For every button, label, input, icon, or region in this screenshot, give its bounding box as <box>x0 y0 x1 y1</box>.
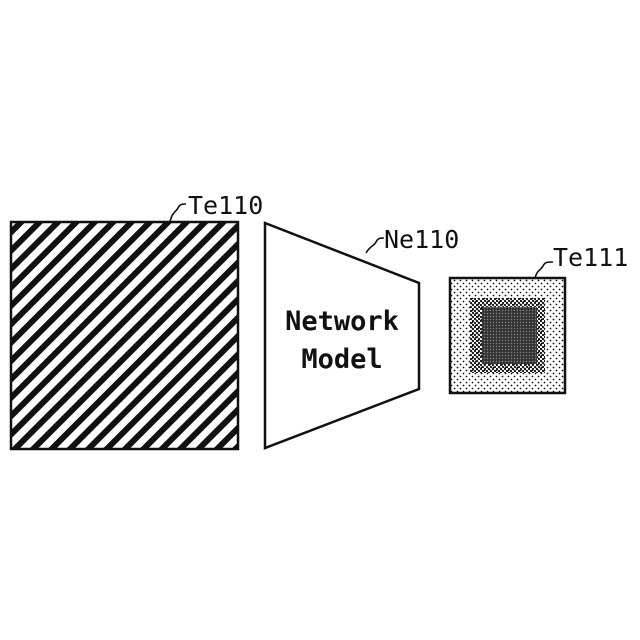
network-model: Network Model <box>265 223 419 448</box>
input-image <box>11 222 238 449</box>
network-model-title-line1: Network <box>285 306 399 337</box>
output-image-core-region <box>482 307 537 364</box>
output-image-ref-label: Te111 <box>553 243 628 272</box>
input-image-ref-label: Te110 <box>188 191 263 220</box>
output-image-leader-line <box>535 262 553 278</box>
output-image <box>450 278 565 393</box>
network-model-ref-label: Ne110 <box>384 225 459 254</box>
input-image-hatch <box>11 222 238 449</box>
network-model-leader-line <box>366 238 384 253</box>
input-image-leader-line <box>170 204 186 222</box>
network-model-title-line2: Model <box>301 344 382 375</box>
